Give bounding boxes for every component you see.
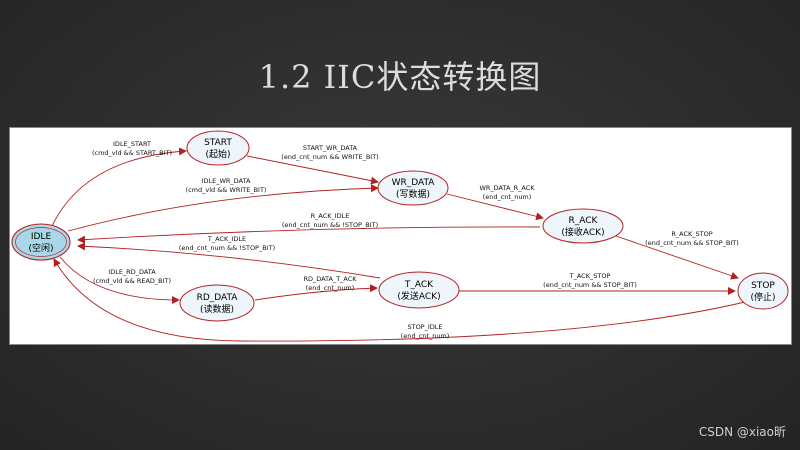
label-r-ack-stop: R_ACK_STOP [671, 230, 712, 238]
state-r-ack: R_ACK (接收ACK) [542, 208, 624, 244]
state-t-ack-sub: (发送ACK) [397, 290, 440, 302]
watermark: CSDN @xiao昕 [698, 425, 786, 439]
state-start-name: START [204, 138, 232, 148]
state-wr-data: WR_DATA (写数据) [377, 170, 449, 206]
label-r-ack-idle: R_ACK_IDLE [311, 212, 350, 220]
cond-stop-idle: (end_cnt_num) [401, 332, 450, 340]
state-wr-data-shape [377, 170, 449, 206]
state-wr-data-sub: (写数据) [396, 188, 430, 200]
state-t-ack-shape [378, 271, 460, 309]
state-start-shape [186, 130, 250, 166]
state-idle-sub: (空闲) [28, 242, 53, 254]
cond-r-ack-idle: (end_cnt_num && !STOP_BIT) [282, 221, 378, 229]
cond-idle-rd-data: (cmd_vld && READ_BIT) [93, 277, 171, 285]
label-t-ack-stop: T_ACK_STOP [569, 272, 611, 280]
label-idle-start: IDLE_START [113, 140, 151, 148]
state-stop-sub: (停止) [750, 291, 775, 303]
edge-r-ack-stop [612, 234, 739, 280]
label-wr-data-r-ack: WR_DATA_R_ACK [479, 184, 535, 192]
state-start: START (起始) [186, 130, 250, 166]
cond-idle-wr-data: (cmd_vld && WRITE_BIT) [186, 186, 267, 194]
label-t-ack-idle: T_ACK_IDLE [207, 235, 246, 243]
edge-rd-data-t-ack [254, 284, 378, 301]
label-start-wr-data: START_WR_DATA [303, 144, 358, 152]
state-rd-data: RD_DATA (读数据) [179, 284, 255, 322]
cond-t-ack-idle: (end_cnt_num && !STOP_BIT) [179, 244, 275, 252]
state-wr-data-name: WR_DATA [392, 178, 436, 188]
state-rd-data-sub: (读数据) [200, 303, 234, 315]
state-diagram-canvas: IDLE (空闲) START (起始) WR_DATA (写数据) R_ACK… [11, 130, 789, 342]
state-idle-shape [11, 223, 71, 261]
cond-start-wr-data: (end_cnt_num && WRITE_BIT) [281, 153, 378, 161]
state-stop: STOP (停止) [737, 272, 789, 310]
state-stop-shape [737, 272, 789, 310]
label-idle-rd-data: IDLE_RD_DATA [108, 268, 156, 276]
label-rd-data-t-ack: RD_DATA_T_ACK [303, 275, 357, 283]
edge-idle-rd-data [59, 256, 180, 304]
label-stop-idle: STOP_IDLE [407, 323, 442, 331]
state-r-ack-shape [542, 208, 624, 244]
edge-r-ack-idle [77, 226, 541, 244]
state-rd-data-name: RD_DATA [197, 293, 239, 303]
cond-r-ack-stop: (end_cnt_num && STOP_BIT) [645, 239, 739, 247]
edge-idle-wr-data [67, 184, 379, 232]
cond-wr-data-r-ack: (end_cnt_num) [483, 193, 532, 201]
cond-t-ack-stop: (end_cnt_num && STOP_BIT) [543, 281, 637, 289]
state-idle: IDLE (空闲) [11, 223, 71, 261]
edge-wr-data-r-ack [446, 193, 544, 221]
state-rd-data-shape [179, 284, 255, 322]
edge-idle-start [51, 147, 187, 227]
edge-start-wr-data [246, 155, 379, 185]
state-r-ack-name: R_ACK [569, 216, 599, 226]
slide-title: 1.2 IIC状态转换图 [258, 58, 542, 96]
edge-t-ack-idle [77, 242, 381, 279]
state-start-sub: (起始) [205, 148, 230, 160]
state-stop-name: STOP [751, 281, 775, 291]
state-diagram: IDLE (空闲) START (起始) WR_DATA (写数据) R_ACK… [9, 127, 792, 345]
state-r-ack-sub: (接收ACK) [561, 226, 604, 238]
state-idle-name: IDLE [31, 232, 52, 242]
edge-stop-idle [53, 258, 746, 342]
label-idle-wr-data: IDLE_WR_DATA [202, 177, 251, 185]
cond-idle-start: (cmd_vld && START_BIT) [92, 149, 172, 157]
state-t-ack: T_ACK (发送ACK) [378, 271, 460, 309]
state-t-ack-name: T_ACK [404, 280, 434, 290]
cond-rd-data-t-ack: (end_cnt_num) [306, 284, 355, 292]
